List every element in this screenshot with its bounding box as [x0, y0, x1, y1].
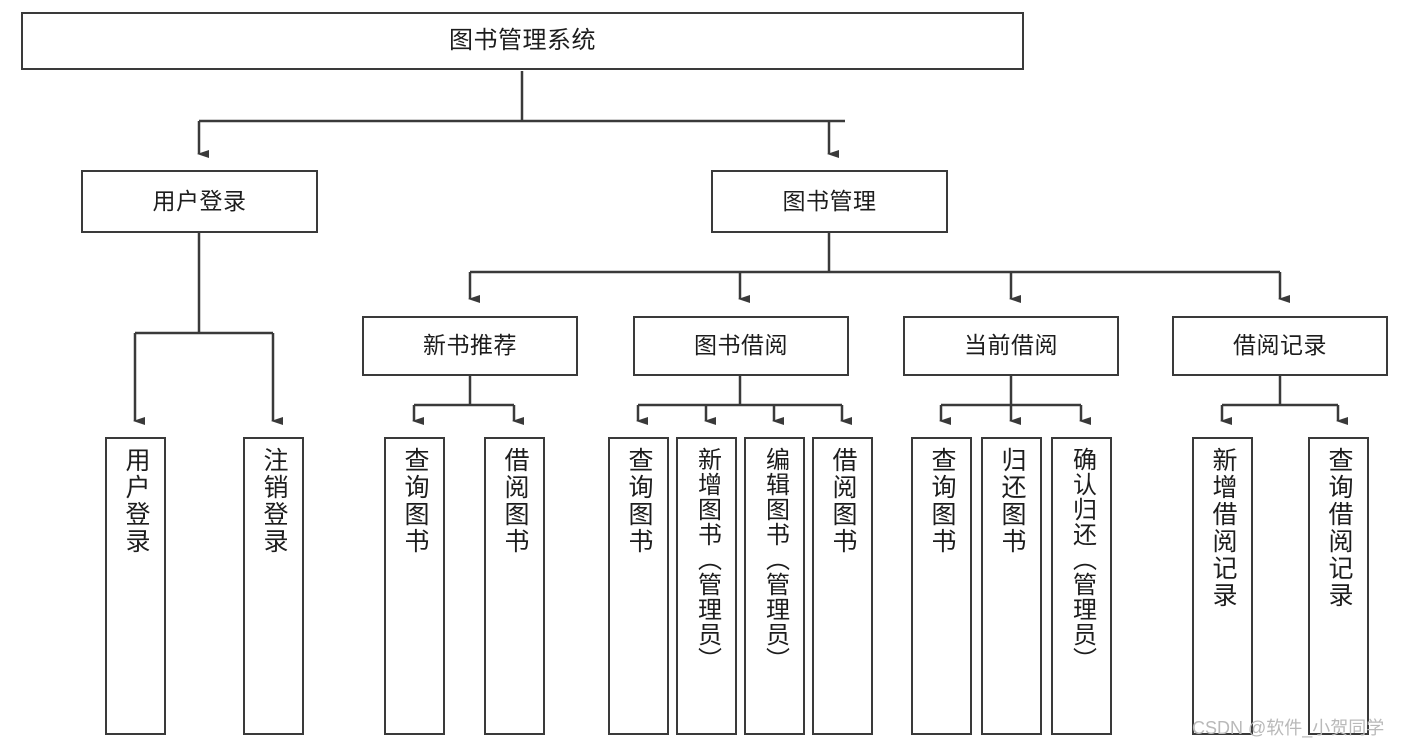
node-leaf-borrow-book-1[interactable]: 借阅图书 [484, 437, 545, 735]
node-book-borrow-label: 图书借阅 [694, 332, 788, 359]
node-leaf-confirm-return-label: 确认归还（管理员） [1068, 447, 1096, 672]
node-user-login-label: 用户登录 [152, 187, 247, 214]
node-leaf-user-logout[interactable]: 注销登录 [243, 437, 304, 735]
node-leaf-query-book-1[interactable]: 查询图书 [384, 437, 445, 735]
node-leaf-add-record[interactable]: 新增借阅记录 [1192, 437, 1253, 735]
node-leaf-return-book[interactable]: 归还图书 [981, 437, 1042, 735]
node-leaf-borrow-book-2-label: 借阅图书 [829, 447, 857, 555]
node-leaf-query-book-1-label: 查询图书 [401, 447, 429, 555]
node-leaf-query-book-3-label: 查询图书 [928, 447, 956, 555]
node-current-borrow-label: 当前借阅 [964, 332, 1058, 359]
node-leaf-user-login-label: 用户登录 [122, 447, 150, 555]
node-root-label: 图书管理系统 [449, 26, 596, 54]
node-leaf-edit-book[interactable]: 编辑图书（管理员） [744, 437, 805, 735]
node-leaf-borrow-book-1-label: 借阅图书 [501, 447, 529, 555]
node-new-book-recommend[interactable]: 新书推荐 [362, 316, 578, 376]
node-new-book-recommend-label: 新书推荐 [423, 332, 517, 359]
node-root[interactable]: 图书管理系统 [21, 12, 1024, 70]
node-borrow-record[interactable]: 借阅记录 [1172, 316, 1388, 376]
node-book-borrow[interactable]: 图书借阅 [633, 316, 849, 376]
node-borrow-record-label: 借阅记录 [1233, 332, 1327, 359]
node-leaf-query-record-label: 查询借阅记录 [1325, 447, 1353, 609]
node-book-manage-label: 图书管理 [782, 187, 877, 214]
node-leaf-add-book[interactable]: 新增图书（管理员） [676, 437, 737, 735]
node-leaf-query-book-3[interactable]: 查询图书 [911, 437, 972, 735]
node-leaf-add-record-label: 新增借阅记录 [1209, 447, 1237, 609]
node-leaf-confirm-return[interactable]: 确认归还（管理员） [1051, 437, 1112, 735]
node-user-login[interactable]: 用户登录 [81, 170, 318, 233]
node-leaf-user-logout-label: 注销登录 [260, 447, 288, 555]
csdn-watermark: CSDN @软件_小贺同学 [1192, 718, 1385, 738]
node-leaf-query-record[interactable]: 查询借阅记录 [1308, 437, 1369, 735]
node-leaf-query-book-2[interactable]: 查询图书 [608, 437, 669, 735]
node-leaf-edit-book-label: 编辑图书（管理员） [761, 447, 789, 672]
node-book-manage[interactable]: 图书管理 [711, 170, 948, 233]
node-current-borrow[interactable]: 当前借阅 [903, 316, 1119, 376]
node-leaf-add-book-label: 新增图书（管理员） [693, 447, 721, 672]
node-leaf-user-login[interactable]: 用户登录 [105, 437, 166, 735]
node-leaf-borrow-book-2[interactable]: 借阅图书 [812, 437, 873, 735]
node-leaf-query-book-2-label: 查询图书 [625, 447, 653, 555]
node-leaf-return-book-label: 归还图书 [998, 447, 1026, 555]
